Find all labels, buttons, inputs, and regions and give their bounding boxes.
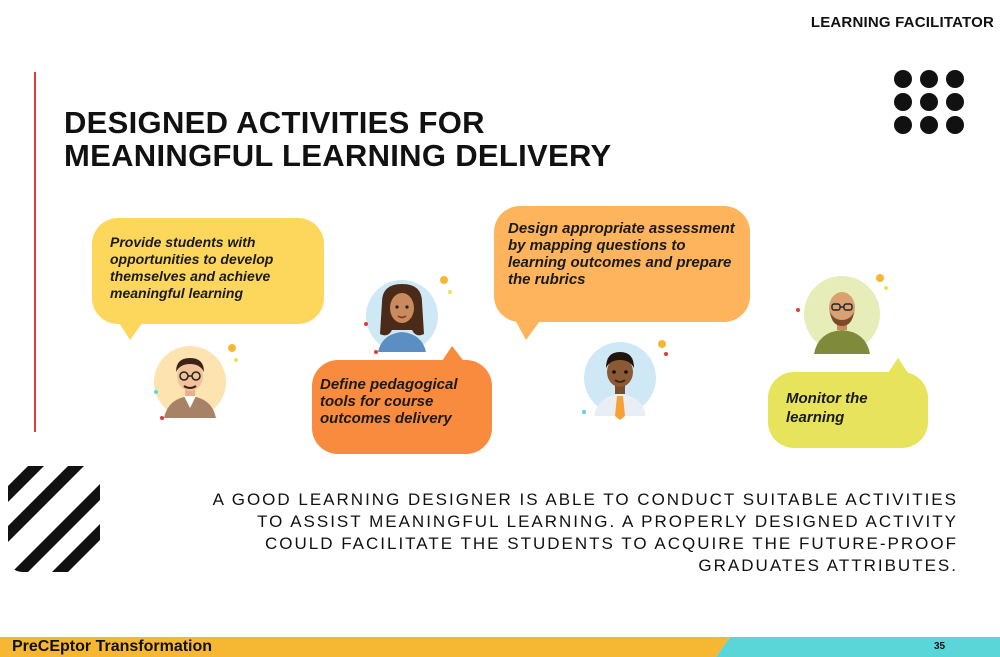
statement-line-4: GRADUATES ATTRIBUTES. bbox=[698, 556, 958, 575]
slide-title-line-2: MEANINGFUL LEARNING DELIVERY bbox=[64, 138, 612, 173]
statement-line-2: TO ASSIST MEANINGFUL LEARNING. A PROPERL… bbox=[257, 512, 958, 531]
man-with-glasses-icon bbox=[154, 344, 238, 420]
dot-grid-decoration bbox=[894, 70, 974, 136]
bubble-text: Monitor the learning bbox=[786, 390, 868, 426]
slide-title-line-1: DESIGNED ACTIVITIES FOR bbox=[64, 105, 485, 140]
bubble-text: Provide students with opportunities to d… bbox=[110, 234, 274, 301]
section-label: LEARNING FACILITATOR bbox=[810, 14, 994, 31]
page-number: 35 bbox=[934, 641, 946, 652]
speech-bubble-design-assessment: Design appropriate assessment by mapping… bbox=[494, 206, 750, 340]
speech-bubble-pedagogical-tools: Define pedagogical tools for course outc… bbox=[312, 346, 492, 454]
statement-line-3: COULD FACILITATE THE STUDENTS TO ACQUIRE… bbox=[264, 534, 958, 553]
statement-line-1: A GOOD LEARNING DESIGNER IS ABLE TO COND… bbox=[212, 490, 958, 509]
footer-color-band bbox=[0, 637, 1000, 657]
speech-bubble-provide-opportunities: Provide students with opportunities to d… bbox=[92, 218, 324, 340]
footer-bar: PreCEptor Transformation 35 bbox=[0, 637, 1000, 657]
summary-statement: A GOOD LEARNING DESIGNER IS ABLE TO COND… bbox=[108, 489, 958, 577]
man-in-shirt-and-tie-icon bbox=[582, 340, 668, 420]
bubble-text: Define pedagogical tools for course outc… bbox=[320, 376, 458, 427]
accent-divider bbox=[34, 72, 36, 432]
slide-title: DESIGNED ACTIVITIES FOR MEANINGFUL LEARN… bbox=[64, 106, 611, 172]
diagonal-stripes-decoration bbox=[8, 466, 100, 572]
bubble-text: Design appropriate assessment by mapping… bbox=[508, 220, 735, 288]
footer-label: PreCEptor Transformation bbox=[12, 638, 213, 655]
bald-man-with-beard-icon bbox=[796, 274, 888, 354]
speech-bubble-monitor-learning: Monitor the learning bbox=[768, 358, 928, 448]
woman-curly-hair-icon bbox=[364, 276, 452, 354]
